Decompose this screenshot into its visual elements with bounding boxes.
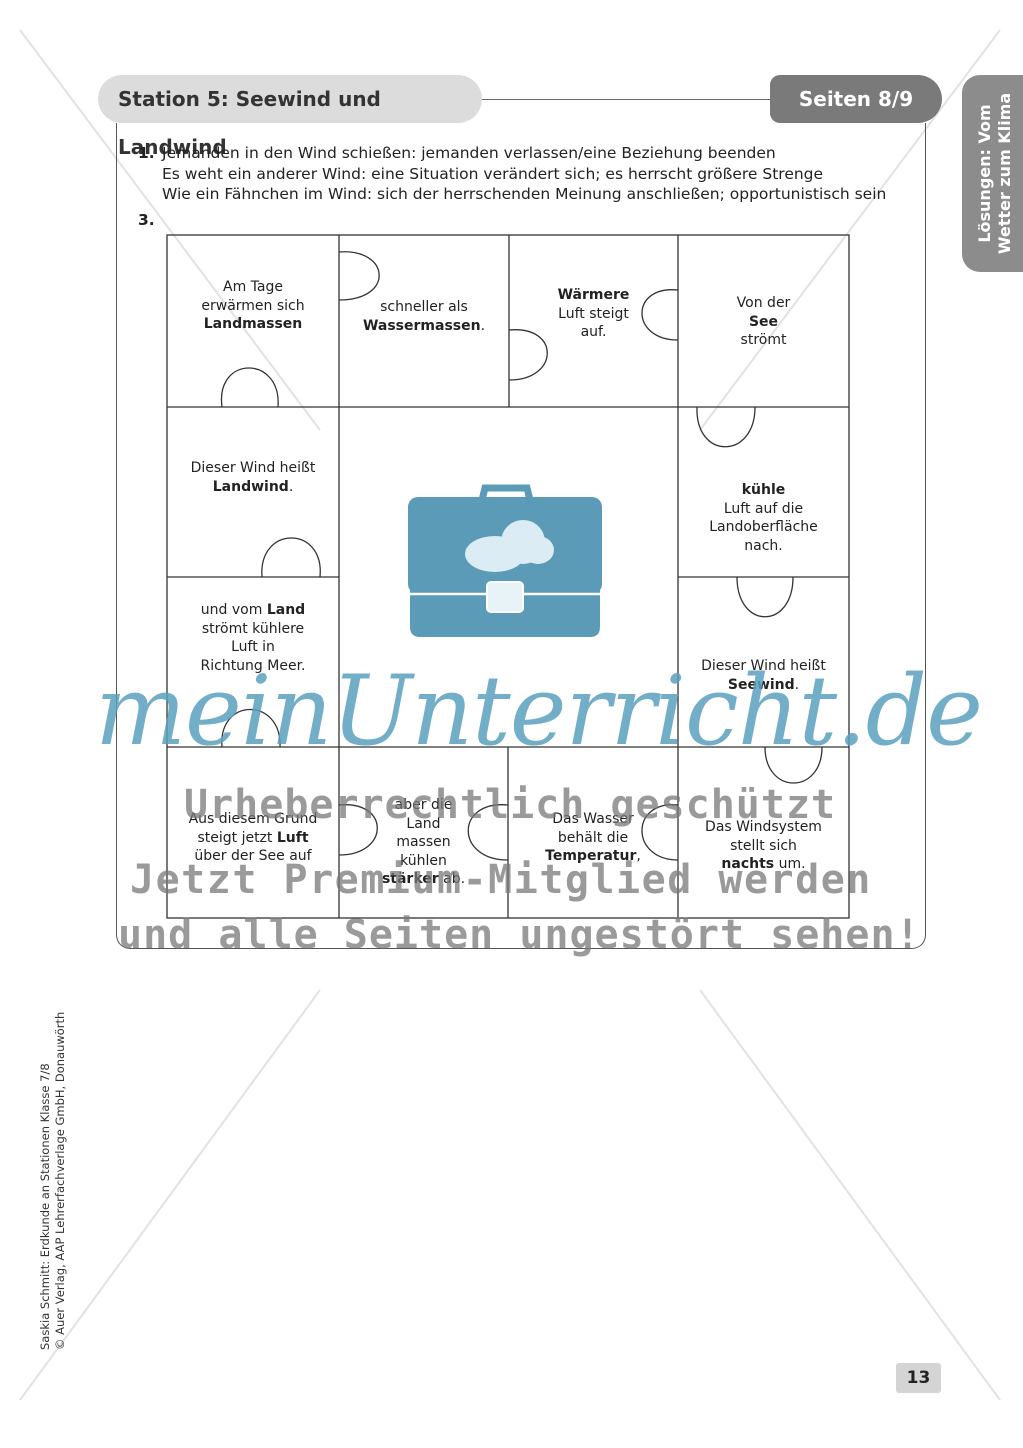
- piece-line: ab.: [438, 871, 466, 887]
- piece-keyword: Seewind: [727, 676, 795, 693]
- piece-line: steigt jetzt: [197, 829, 277, 846]
- piece-line: Luft steigt: [558, 305, 629, 322]
- piece-keyword: Wassermassen: [362, 317, 481, 334]
- piece-line: und vom: [200, 602, 267, 618]
- watermark-logo: meinUnterricht.de: [95, 655, 983, 767]
- piece-line: massen: [396, 834, 451, 850]
- page-number: 13: [896, 1363, 941, 1393]
- piece-line: kühlen: [400, 852, 447, 869]
- piece-line: Von der: [736, 295, 791, 311]
- piece-line: Am Tage: [223, 279, 283, 295]
- piece-line: Landoberfläche: [709, 519, 818, 535]
- task1-number: 1.: [138, 144, 155, 162]
- puzzle-piece-5: Dieser Wind heißt Landwind.: [167, 459, 339, 496]
- puzzle-piece-8: Dieser Wind heißt Seewind.: [678, 657, 849, 694]
- piece-line: .: [794, 676, 800, 693]
- puzzle-piece-4: Von der See strömt: [678, 294, 849, 350]
- puzzle-piece-3: Wärmere Luft steigt auf.: [509, 286, 678, 342]
- piece-line: auf.: [580, 324, 607, 340]
- puzzle-piece-10: aber die Land massen kühlen stärker ab.: [339, 796, 508, 889]
- piece-keyword: Luft: [276, 829, 309, 846]
- piece-line: nach.: [744, 537, 783, 554]
- piece-line: Dieser Wind heißt: [701, 658, 826, 674]
- puzzle-piece-11: Das Wasser behält die Temperatur,: [508, 810, 678, 866]
- task1-line: Es weht ein anderer Wind: eine Situation…: [162, 164, 824, 183]
- piece-line: erwärmen sich: [201, 297, 305, 314]
- piece-keyword: See: [748, 313, 779, 330]
- bag-icon: [408, 484, 602, 637]
- task1-line: Wie ein Fähnchen im Wind: sich der herrs…: [162, 185, 887, 203]
- copyright-footer: Saskia Schmitt: Erdkunde an Stationen Kl…: [38, 990, 98, 1350]
- piece-line: aber die: [394, 797, 453, 813]
- puzzle-piece-9: Aus diesem Grund steigt jetzt Luft über …: [167, 810, 339, 866]
- watermark-line3: und alle Seiten ungestört sehen!: [118, 912, 921, 958]
- piece-line: strömt kühlere: [201, 620, 305, 637]
- puzzle-piece-2: schneller als Wassermassen.: [339, 298, 509, 335]
- piece-line: strömt: [740, 332, 787, 348]
- piece-line: schneller als: [380, 299, 468, 315]
- piece-line: Das Windsystem: [705, 819, 822, 835]
- piece-line: über der See auf: [194, 848, 312, 864]
- station-title: Station 5: Seewind und Landwind: [98, 75, 482, 159]
- header-divider: [482, 99, 774, 100]
- piece-keyword: Temperatur: [545, 848, 637, 864]
- task1-text: Jemanden in den Wind schießen: jemanden …: [162, 143, 892, 205]
- puzzle-piece-7: und vom Land strömt kühlere Luft in Rich…: [167, 601, 339, 675]
- watermark-line1: Urheberrechtlich geschützt: [184, 782, 837, 828]
- puzzle-piece-12: Das Windsystem stellt sich nachts um.: [678, 818, 849, 874]
- piece-keyword: Land: [266, 602, 306, 618]
- footer-line: Saskia Schmitt: Erdkunde an Stationen Kl…: [38, 1063, 52, 1350]
- piece-line: .: [288, 478, 294, 495]
- task1-line: Jemanden in den Wind schießen: jemanden …: [162, 144, 776, 162]
- task3-number: 3.: [138, 211, 155, 229]
- side-tab: [962, 75, 1023, 272]
- piece-keyword: stärker: [381, 871, 439, 887]
- piece-keyword: kühle: [741, 482, 786, 498]
- puzzle-piece-6: kühle Luft auf die Landoberfläche nach.: [678, 481, 849, 555]
- piece-line: Dieser Wind heißt: [190, 460, 316, 476]
- piece-line: um.: [774, 856, 806, 872]
- content-frame: [116, 123, 926, 949]
- piece-keyword: Wärmere: [557, 287, 630, 303]
- piece-line: ,: [636, 848, 641, 864]
- piece-keyword: Landwind: [212, 478, 289, 495]
- piece-line: Aus diesem Grund: [188, 811, 318, 827]
- footer-line: © Auer Verlag, AAP Lehrerfachverlage Gmb…: [53, 1011, 67, 1350]
- piece-line: behält die: [557, 829, 629, 846]
- puzzle-piece-1: Am Tage erwärmen sich Landmassen: [167, 278, 339, 334]
- piece-line: Das Wasser: [552, 811, 634, 827]
- piece-keyword: Landmassen: [203, 316, 303, 332]
- piece-line: Land: [406, 815, 441, 832]
- piece-line: Richtung Meer.: [200, 657, 306, 674]
- pages-badge: Seiten 8/9: [770, 75, 942, 123]
- piece-keyword: nachts: [721, 856, 775, 872]
- piece-line: Luft in: [231, 639, 275, 655]
- piece-line: stellt sich: [730, 837, 797, 854]
- piece-line: Luft auf die: [723, 500, 804, 517]
- watermark-line2: Jetzt Premium-Mitglied werden: [130, 857, 872, 903]
- piece-line: .: [480, 317, 486, 334]
